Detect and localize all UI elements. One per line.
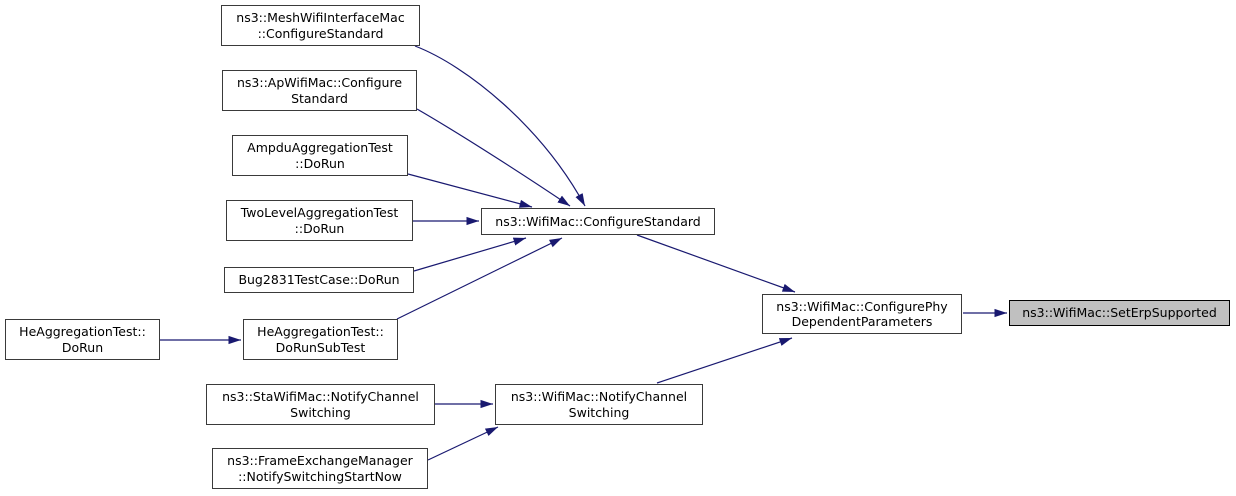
node-label: ns3::WifiMac::NotifyChannel <box>510 389 688 404</box>
node-two-level-aggregation-test-dorun[interactable]: TwoLevelAggregationTest ::DoRun <box>226 200 413 241</box>
node-label: ns3::WifiMac::ConfigureStandard <box>495 213 701 229</box>
node-label: ns3::ApWifiMac::Configure <box>236 75 403 90</box>
node-ampdu-aggregation-test-dorun[interactable]: AmpduAggregationTest ::DoRun <box>232 135 408 176</box>
edge-ampdu-to-configurestandard <box>407 173 533 208</box>
edge-dorunsubtest-to-configurestandard <box>396 237 563 320</box>
edge-frameexchange-to-wifinotify <box>427 426 499 461</box>
node-label: HeAggregationTest:: <box>19 324 146 339</box>
edge-configurestandard-to-configurephy <box>636 234 796 293</box>
node-label: ns3::WifiMac::SetErpSupported <box>1022 305 1217 321</box>
node-wifi-mac-set-erp-supported: ns3::WifiMac::SetErpSupported <box>1009 300 1230 326</box>
node-label: AmpduAggregationTest <box>247 140 393 155</box>
node-label: HeAggregationTest:: <box>257 324 384 339</box>
node-label: Standard <box>291 90 348 106</box>
node-label: TwoLevelAggregationTest <box>240 205 399 220</box>
node-label: ::DoRun <box>295 155 345 171</box>
node-label: Switching <box>568 404 630 420</box>
node-label: ns3::StaWifiMac::NotifyChannel <box>222 389 419 404</box>
node-label: DoRun <box>61 339 104 355</box>
node-label: DependentParameters <box>791 314 933 329</box>
node-label: Bug2831TestCase::DoRun <box>238 272 400 288</box>
node-label: ::NotifySwitchingStartNow <box>238 468 402 484</box>
node-he-aggregation-test-dorun[interactable]: HeAggregationTest:: DoRun <box>5 319 160 360</box>
edge-bug2831-to-configurestandard <box>413 237 527 272</box>
edge-mesh-to-configurestandard <box>414 45 586 207</box>
node-label: ::DoRun <box>294 220 345 236</box>
node-label: DoRunSubTest <box>275 339 366 355</box>
node-wifi-mac-configure-phy-dependent-parameters[interactable]: ns3::WifiMac::ConfigurePhy DependentPara… <box>762 294 962 334</box>
node-label: ns3::MeshWifiInterfaceMac <box>236 10 405 25</box>
node-label: ns3::WifiMac::ConfigurePhy <box>776 298 948 314</box>
node-wifi-mac-configure-standard[interactable]: ns3::WifiMac::ConfigureStandard <box>481 208 715 235</box>
node-frame-exchange-manager-notify-switching-start-now[interactable]: ns3::FrameExchangeManager ::NotifySwitch… <box>212 448 428 489</box>
node-bug2831-test-case-dorun[interactable]: Bug2831TestCase::DoRun <box>224 267 414 293</box>
node-wifi-mac-notify-channel-switching[interactable]: ns3::WifiMac::NotifyChannel Switching <box>495 384 703 425</box>
node-sta-wifi-mac-notify-channel-switching[interactable]: ns3::StaWifiMac::NotifyChannel Switching <box>206 384 435 425</box>
node-label: Switching <box>290 404 351 420</box>
node-mesh-wifi-interface-mac-configure-standard[interactable]: ns3::MeshWifiInterfaceMac ::ConfigureSta… <box>221 5 420 46</box>
node-he-aggregation-test-dorun-sub-test[interactable]: HeAggregationTest:: DoRunSubTest <box>243 319 398 360</box>
node-ap-wifi-mac-configure-standard[interactable]: ns3::ApWifiMac::Configure Standard <box>222 70 417 111</box>
node-label: ::ConfigureStandard <box>257 25 384 41</box>
edge-ap-to-configurestandard <box>416 108 571 207</box>
edge-wifinotify-to-configurephy <box>656 337 793 384</box>
node-label: ns3::FrameExchangeManager <box>227 453 413 468</box>
